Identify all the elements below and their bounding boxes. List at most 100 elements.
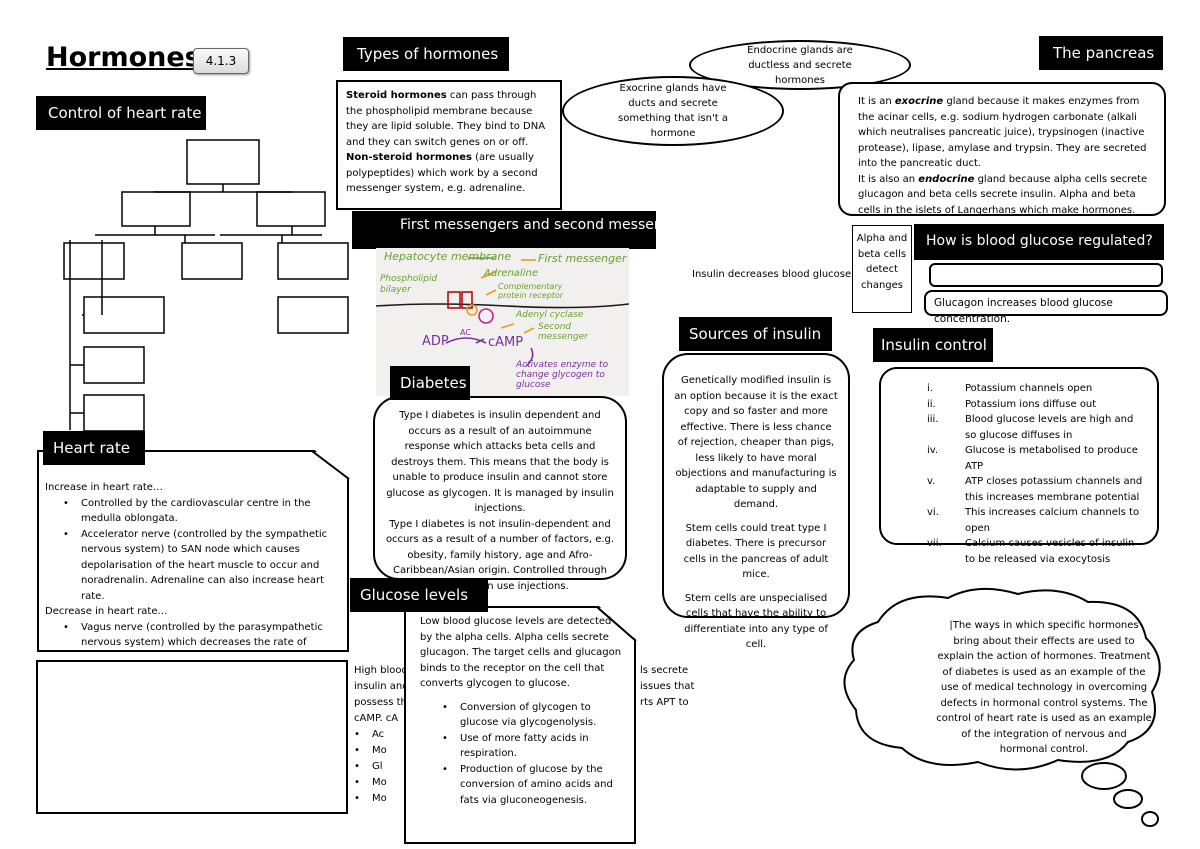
step-text: ATP closes potassium channels and this i… bbox=[965, 476, 1143, 503]
sketch-second-messenger: Second messenger bbox=[538, 322, 588, 342]
hidden-bullets: AcMoGlMoMo bbox=[354, 727, 409, 807]
insulin-control-list: i. Potassium channels open ii. Potassium io… bbox=[927, 381, 1145, 567]
header-diabetes: Diabetes bbox=[390, 366, 470, 400]
step-number: v. bbox=[927, 476, 936, 487]
hidden-bullet-item: Ac bbox=[354, 727, 409, 743]
header-pancreas: The pancreas bbox=[1039, 36, 1163, 70]
step-number: vii. bbox=[927, 538, 942, 549]
glucose-corner bbox=[597, 606, 637, 642]
hidden-line4: cAMP. cA bbox=[354, 713, 399, 724]
hidden-bullet-item: Gl bbox=[354, 759, 409, 775]
hidden-bullet-item: Mo bbox=[354, 791, 409, 807]
empty-notes-box bbox=[36, 660, 348, 814]
messenger-sketch: Hepatocyte membrane First messenger Phos… bbox=[376, 248, 629, 396]
header-blood-glucose: How is blood glucose regulated? bbox=[914, 224, 1164, 260]
header-types-of-hormones: Types of hormones bbox=[343, 37, 509, 71]
pancreas-p2-end: gland because alpha cells secrete glucag… bbox=[858, 173, 1148, 216]
step-number: i. bbox=[927, 383, 933, 394]
header-insulin-control: Insulin control bbox=[873, 328, 993, 362]
sources-p3: Stem cells are unspecialised cells that … bbox=[684, 592, 828, 651]
hidden-bullet-item: Mo bbox=[354, 775, 409, 791]
thought-bubble-text: |The ways in which specific hormones bri… bbox=[936, 620, 1152, 755]
glucose-list-item: Production of glucose by the conversion … bbox=[442, 762, 622, 809]
sketch-activates: Activates enzyme to change glycogen to g… bbox=[516, 360, 609, 390]
exocrine-oval: Exocrine glands have ducts and secrete s… bbox=[562, 76, 784, 146]
heart-rate-increase-item: Accelerator nerve (controlled by the sym… bbox=[63, 527, 339, 605]
heart-rate-increase: Increase in heart rate… bbox=[45, 482, 163, 493]
insulin-control-step: vii.Calcium causes vesicles of insulin t… bbox=[927, 536, 1145, 567]
header-heart-rate: Heart rate bbox=[43, 431, 145, 465]
step-text: Glucose is metabolised to produce ATP bbox=[965, 445, 1138, 472]
header-control-heart-rate: Control of heart rate bbox=[36, 96, 206, 130]
hidden-text-right: ls secrete issues that rts APT to bbox=[640, 663, 694, 711]
step-text: Potassium ions diffuse out bbox=[965, 398, 1097, 410]
step-text: This increases calcium channels to open bbox=[965, 507, 1140, 534]
sketch-camp: cAMP bbox=[488, 335, 524, 350]
heart-rate-increase-list: Controlled by the cardiovascular centre … bbox=[45, 496, 339, 605]
sketch-complementary: Complementary protein receptor bbox=[498, 282, 564, 300]
endocrine-term: endocrine bbox=[918, 173, 975, 185]
hidden-line1b: ls secrete bbox=[640, 665, 689, 676]
sketch-adrenaline: Adrenaline bbox=[484, 268, 538, 279]
nonsteroid-hormones-text: (are usually polypeptides) which work by… bbox=[346, 152, 538, 194]
hidden-line3: possess th bbox=[354, 697, 407, 708]
thought-bubble-shape bbox=[843, 587, 1161, 827]
glucose-levels-box: Low blood glucose levels are detected by… bbox=[404, 606, 636, 844]
heart-rate-increase-item: Controlled by the cardiovascular centre … bbox=[63, 496, 339, 527]
glucose-list-item: Use of more fatty acids in respiration. bbox=[442, 731, 622, 762]
alpha-beta-box: Alpha and beta cells detect changes bbox=[852, 225, 912, 313]
page-title: Hormones bbox=[46, 42, 201, 73]
insulin-control-step: vi. This increases calcium channels to op… bbox=[927, 505, 1145, 536]
hidden-line3b: rts APT to bbox=[640, 697, 689, 708]
diabetes-p1: Type I diabetes is insulin dependent and… bbox=[386, 410, 614, 514]
insulin-control-step: i. Potassium channels open bbox=[927, 381, 1145, 397]
insulin-control-step: iii. Blood glucose levels are high and so… bbox=[927, 412, 1145, 443]
steroid-hormones-text: can pass through the phospholipid membra… bbox=[346, 90, 546, 148]
exocrine-term: exocrine bbox=[894, 96, 944, 107]
pancreas-p1-start: It is an bbox=[858, 96, 895, 107]
pancreas-p2-start: It is also an bbox=[858, 173, 919, 185]
insulin-control-box: i. Potassium channels open ii. Potassium io… bbox=[879, 367, 1159, 565]
hidden-line2b: issues that bbox=[640, 681, 695, 692]
heart-rate-decrease-list: Vagus nerve (controlled by the parasympa… bbox=[45, 620, 339, 653]
sketch-hepatocyte: Hepatocyte membrane bbox=[384, 250, 512, 263]
hidden-text-left: High blood insulin and possess th cAMP. … bbox=[354, 663, 409, 807]
heart-rate-decrease-item: Vagus nerve (controlled by the parasympa… bbox=[63, 620, 339, 653]
diabetes-p2: Type I diabetes is not insulin-dependent… bbox=[385, 518, 615, 592]
heart-rate-decrease: Decrease in heart rate… bbox=[45, 606, 168, 617]
glucagon-box: Glucagon increases blood glucose concent… bbox=[924, 290, 1168, 325]
step-text: Potassium channels open bbox=[965, 383, 1093, 394]
spec-badge: 4.1.3 bbox=[193, 48, 249, 74]
glucose-p1: Low blood glucose levels are detected by… bbox=[420, 616, 622, 689]
sources-p2: Stem cells could treat type I diabetes. … bbox=[683, 522, 829, 581]
sketch-phospholipid: Phospholipid bilayer bbox=[380, 274, 438, 295]
nonsteroid-hormones-term: Non-steroid hormones bbox=[346, 152, 472, 163]
hidden-bullet-item: Mo bbox=[354, 743, 409, 759]
sketch-ac: AC bbox=[460, 328, 471, 337]
step-text: Blood glucose levels are high and so glu… bbox=[965, 414, 1134, 441]
types-of-hormones-box: Steroid hormones can pass through the ph… bbox=[336, 80, 562, 210]
sketch-first-messenger: First messenger bbox=[538, 252, 627, 265]
step-number: vi. bbox=[927, 507, 939, 518]
insulin-decreases-text: Insulin decreases blood glucose conc bbox=[692, 269, 852, 280]
header-glucose-levels: Glucose levels bbox=[350, 578, 488, 612]
sketch-adp: ADP bbox=[422, 334, 449, 349]
hidden-line1: High blood bbox=[354, 665, 408, 676]
step-number: iii. bbox=[927, 414, 939, 425]
pancreas-box: It is an exocrine gland because it makes… bbox=[838, 82, 1166, 216]
heart-rate-flowchart bbox=[63, 139, 349, 432]
hidden-line2: insulin and bbox=[354, 681, 409, 692]
sources-p1: Genetically modified insulin is an optio… bbox=[674, 375, 838, 510]
header-sources-insulin: Sources of insulin bbox=[679, 317, 832, 351]
step-number: ii. bbox=[927, 398, 936, 410]
steroid-hormones-term: Steroid hormones bbox=[346, 90, 447, 101]
glucose-list: Conversion of glycogen to glucose via gl… bbox=[420, 700, 622, 809]
heart-rate-corner bbox=[312, 450, 350, 480]
insulin-control-step: v. ATP closes potassium channels and this… bbox=[927, 474, 1145, 505]
insulin-control-step: ii. Potassium ions diffuse out bbox=[927, 397, 1145, 413]
insulin-answer-box bbox=[929, 263, 1163, 287]
pancreas-p1-end: gland because it makes enzymes from the … bbox=[858, 96, 1147, 169]
sketch-adenyl: Adenyl cyclase bbox=[516, 310, 584, 320]
diabetes-box: Type I diabetes is insulin dependent and… bbox=[373, 396, 627, 592]
sources-insulin-box: Genetically modified insulin is an optio… bbox=[662, 353, 850, 650]
